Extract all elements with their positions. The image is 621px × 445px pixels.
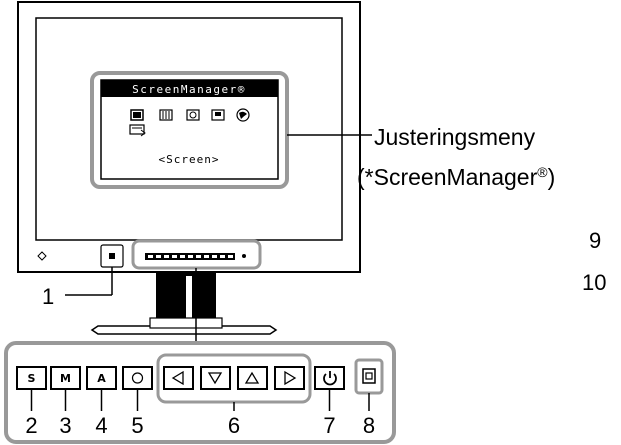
arrow-left-icon bbox=[171, 370, 184, 386]
label-7: 7 bbox=[323, 413, 335, 438]
stand-foot bbox=[149, 317, 223, 329]
label-10: 10 bbox=[582, 270, 606, 295]
osd-title: ScreenManager® bbox=[132, 83, 246, 96]
enter-icon bbox=[131, 372, 144, 384]
power-led bbox=[242, 254, 246, 258]
powersave-icon bbox=[186, 109, 200, 121]
callout-subtitle: (*ScreenManager®) bbox=[357, 164, 555, 190]
button-left[interactable] bbox=[163, 366, 194, 390]
label-3: 3 bbox=[59, 413, 71, 438]
label-1: 1 bbox=[42, 284, 54, 309]
stand-base bbox=[90, 325, 278, 335]
sensor-mark bbox=[109, 253, 115, 259]
number-leaders bbox=[30, 389, 370, 411]
stand-neck-gap bbox=[186, 276, 192, 320]
arrow-up-icon bbox=[244, 371, 260, 384]
button-right[interactable] bbox=[274, 366, 305, 390]
button-a-label: A bbox=[97, 372, 106, 385]
power-icon bbox=[323, 371, 337, 386]
osd-title-bar bbox=[101, 80, 278, 97]
label-4: 4 bbox=[95, 413, 107, 438]
logo-mark bbox=[37, 251, 47, 261]
label-5: 5 bbox=[131, 413, 143, 438]
control-strip-buttons bbox=[148, 255, 233, 258]
label-8: 8 bbox=[363, 413, 375, 438]
label-6: 6 bbox=[228, 413, 240, 438]
information-icon bbox=[129, 124, 145, 135]
button-enter[interactable] bbox=[122, 366, 153, 390]
arrow-down-icon bbox=[207, 372, 223, 385]
button-m-label: M bbox=[60, 372, 71, 385]
label-9: 9 bbox=[589, 228, 601, 253]
button-up[interactable] bbox=[237, 366, 268, 390]
osd-item-label: <Screen> bbox=[159, 153, 220, 166]
label-2: 2 bbox=[25, 413, 37, 438]
arrow-right-icon bbox=[284, 370, 297, 386]
button-down[interactable] bbox=[200, 366, 231, 390]
osd-icons bbox=[129, 108, 250, 137]
button-s-label: S bbox=[28, 372, 36, 385]
callout-title: Justeringsmeny bbox=[374, 124, 536, 150]
